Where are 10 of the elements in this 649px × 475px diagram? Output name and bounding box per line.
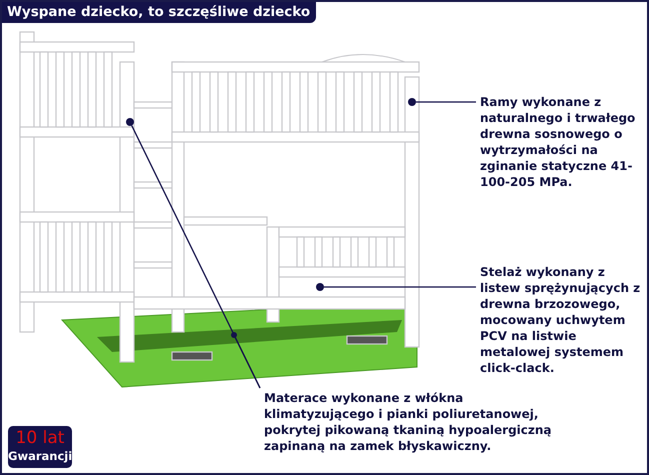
leader-line xyxy=(416,101,476,103)
callout-text: Materace wykonane z włókna klimatyzującego i pianki poliuretanowej, pokrytej pikowaną tkaniną hypoalergiczną zapinaną na zamek błyskawiczny. xyxy=(264,390,554,454)
callout-text: Ramy wykonane z naturalnego i trwałego drewna sosnowego o wytrzymałości na zginanie statyczne 41-100-205 MPa. xyxy=(480,94,647,190)
leader-dot xyxy=(316,283,324,291)
warranty-text: Gwarancji xyxy=(8,448,72,464)
leader-line xyxy=(234,337,261,388)
callout-text: Stelaż wykonany z listew sprężynujących z drewna brzozowego, mocowany uchwytem PCV na listwie metalowej systemem click-clack. xyxy=(480,264,647,376)
title-banner: Wyspane dziecko, to szczęśliwe dziecko xyxy=(2,2,316,23)
warranty-years: 10 lat xyxy=(14,428,66,448)
leader-line xyxy=(324,286,476,288)
